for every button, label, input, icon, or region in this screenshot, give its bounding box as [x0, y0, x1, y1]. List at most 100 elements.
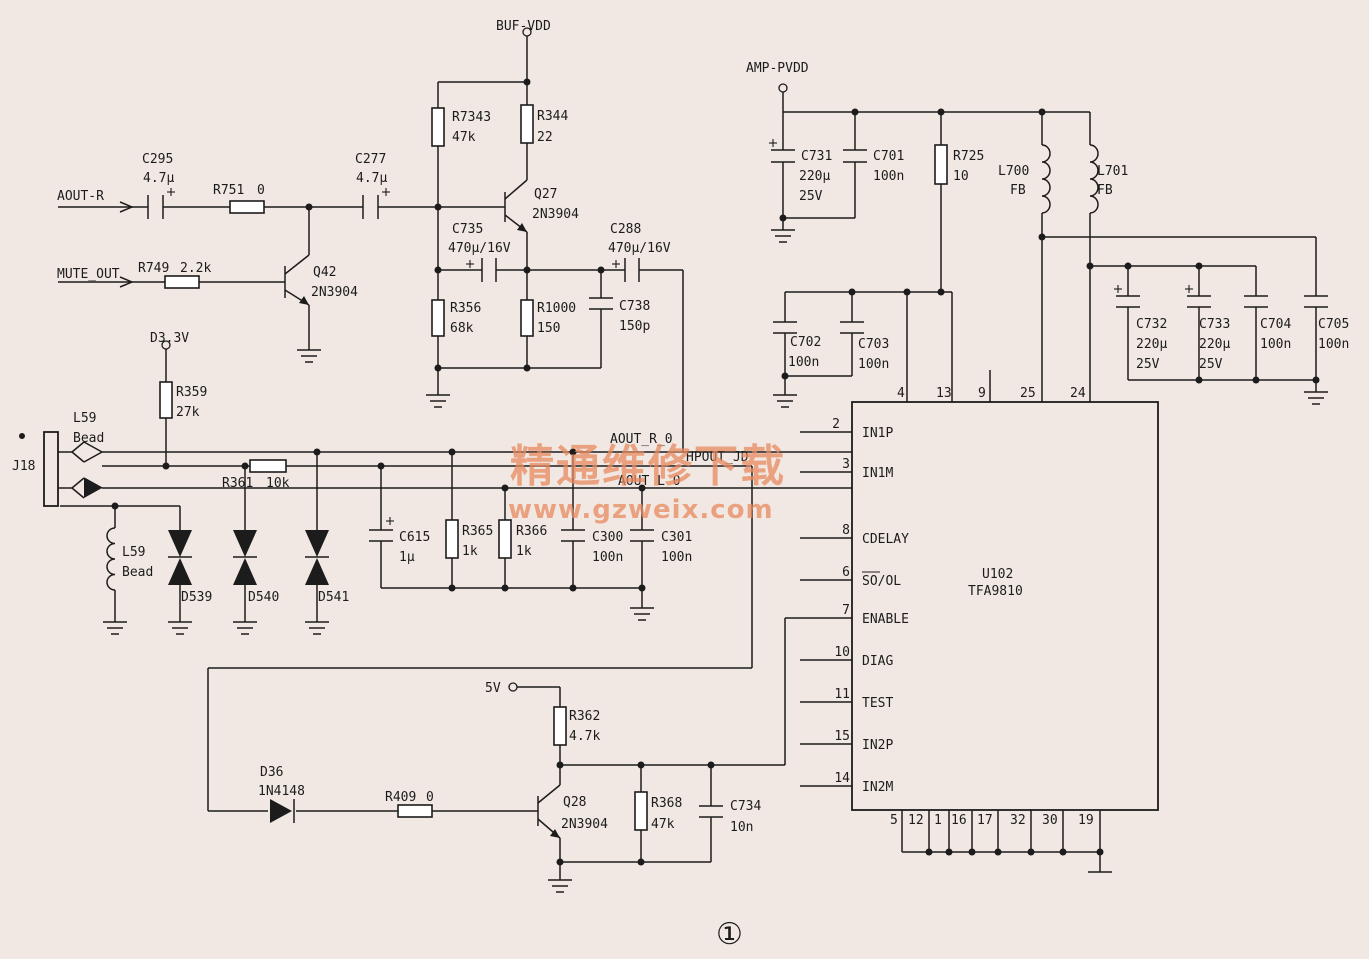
c288-symbol [612, 258, 640, 282]
c732-ref: C732 [1136, 317, 1167, 332]
ic-pin-num: 15 [834, 729, 850, 744]
c731-ref: C731 [801, 149, 832, 164]
mute-out-label: MUTE_OUT [57, 267, 120, 282]
ic-pin-name: CDELAY [862, 532, 909, 547]
j18-ref: J18 [12, 459, 35, 474]
r361-body [249, 459, 287, 473]
r344-value: 22 [537, 130, 553, 145]
5v-label: 5V [485, 681, 501, 696]
d36-value: 1N4148 [258, 784, 305, 799]
figure-label: ① [716, 917, 743, 952]
capacitors [147, 139, 1328, 818]
c733-voltage: 25V [1199, 357, 1223, 372]
r725-ref: R725 [953, 149, 984, 164]
r368-value: 47k [651, 817, 675, 832]
c277-value: 4.7μ [356, 171, 387, 186]
c301-ref: C301 [661, 530, 692, 545]
c300-symbol [561, 529, 585, 542]
ground-icon [297, 349, 321, 363]
r366-body [498, 519, 512, 559]
c295-symbol [147, 188, 175, 219]
c703-value: 100n [858, 357, 889, 372]
c733-value: 220μ [1199, 337, 1230, 352]
c615-value: 1μ [399, 550, 415, 565]
c704-ref: C704 [1260, 317, 1291, 332]
l59-top-value: Bead [73, 431, 104, 446]
c705-symbol [1304, 295, 1328, 308]
aout-r-label: AOUT-R [57, 189, 104, 204]
d3v3-terminal [161, 340, 171, 350]
5v-terminal [508, 682, 518, 692]
c702-symbol [773, 321, 797, 334]
r368-body [634, 791, 648, 831]
r749-ref: R749 [138, 261, 169, 276]
buf-vdd-label: BUF-VDD [496, 19, 551, 34]
r359-ref: R359 [176, 385, 207, 400]
d36-ref: D36 [260, 765, 283, 780]
ic-pin-name: IN1M [862, 466, 893, 481]
r359-body [159, 381, 173, 419]
r365-body [445, 519, 459, 559]
r409-body [397, 804, 433, 818]
r365-value: 1k [462, 544, 478, 559]
net-terminals [119, 27, 788, 692]
r356-ref: R356 [450, 301, 481, 316]
r409-ref: R409 [385, 790, 416, 805]
r361-value: 10k [266, 476, 290, 491]
c703-ref: C703 [858, 337, 889, 352]
d540-tvs [233, 530, 257, 585]
r362-ref: R362 [569, 709, 600, 724]
ic-pin-num: 12 [908, 813, 924, 828]
c733-symbol [1185, 285, 1211, 308]
r361-ref: R361 [222, 476, 253, 491]
labels: BUF-VDD AMP-PVDD AOUT-R MUTE_OUT D3.3V A… [12, 19, 1349, 835]
c295-ref: C295 [142, 152, 173, 167]
watermark-url: www.gzweix.com [508, 495, 774, 525]
ground-icon [771, 229, 795, 243]
ic-pin-name: IN1P [862, 426, 893, 441]
grounds [103, 229, 1328, 893]
r7343-value: 47k [452, 130, 476, 145]
r751-body [229, 200, 265, 214]
r725-value: 10 [953, 169, 969, 184]
d539-ref: D539 [181, 590, 212, 605]
r366-value: 1k [516, 544, 532, 559]
c735-value: 470μ/16V [448, 241, 511, 256]
ground-icon [426, 394, 450, 408]
c732-value: 220μ [1136, 337, 1167, 352]
c615-symbol [369, 517, 394, 542]
c732-voltage: 25V [1136, 357, 1160, 372]
ic-pin-num: 5 [890, 813, 898, 828]
ic-pin-num: 7 [842, 603, 850, 618]
ground-icon [1304, 391, 1328, 405]
c703-symbol [840, 321, 864, 334]
ground-icon [548, 879, 572, 893]
ic-pin-num: 10 [834, 645, 850, 660]
buf-vdd-terminal [522, 27, 532, 37]
ic-pin-num: 8 [842, 523, 850, 538]
c738-ref: C738 [619, 299, 650, 314]
junctions [111, 78, 1320, 866]
ic-pin-num: 6 [842, 565, 850, 580]
q27-ref: Q27 [534, 187, 557, 202]
c705-ref: C705 [1318, 317, 1349, 332]
ic-pin-num: 14 [834, 771, 850, 786]
r362-value: 4.7k [569, 729, 600, 744]
l59-bottom-ref: L59 [122, 545, 145, 560]
ic-pin-num: 19 [1078, 813, 1094, 828]
ic-pin-num: 4 [897, 386, 905, 401]
c277-ref: C277 [355, 152, 386, 167]
c615-ref: C615 [399, 530, 430, 545]
u102-ref: U102 [982, 567, 1013, 582]
q28-ref: Q28 [563, 795, 586, 810]
c300-value: 100n [592, 550, 623, 565]
ground-icon [168, 621, 192, 635]
mute-out-arrow-icon [119, 276, 134, 288]
aout-r-arrow-icon [119, 201, 134, 213]
ic-pin-name: SO/OL [862, 574, 901, 589]
r362-body [553, 706, 567, 746]
ic-pin-name: TEST [862, 696, 893, 711]
q42-value: 2N3904 [311, 285, 358, 300]
c705-value: 100n [1318, 337, 1349, 352]
